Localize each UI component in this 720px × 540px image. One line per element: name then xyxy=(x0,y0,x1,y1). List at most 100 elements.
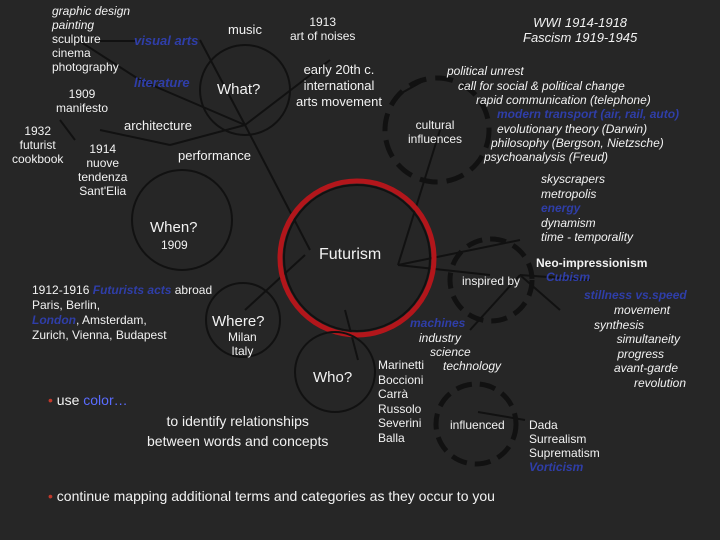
abroad-line-1: 1912-1916 Futurists acts abroad xyxy=(32,283,212,298)
manifesto-label: manifesto xyxy=(56,101,109,115)
wwi-item: WWI 1914-1918 Fascism 1919-1945 xyxy=(523,15,637,45)
item-cinema: cinema xyxy=(52,46,91,60)
what-circle xyxy=(199,44,291,136)
movement-dada: Dada xyxy=(529,418,558,432)
inspired-machines: machines xyxy=(410,316,466,330)
who-label: Who? xyxy=(313,369,353,386)
continue-text: continue mapping additional terms and ca… xyxy=(56,488,495,504)
tendenza-label: tendenza xyxy=(78,170,128,184)
center-ring-inner xyxy=(283,184,431,332)
art-of-noises-label: art of noises xyxy=(290,29,356,43)
cultural-line-3: rapid communication (telephone) xyxy=(476,93,651,107)
inspired-stillness: stillness vs.speed xyxy=(584,288,687,302)
movement-vorticism: Vorticism xyxy=(529,460,584,474)
use-text: use xyxy=(56,392,84,408)
early-20th-item: early 20th c. international arts movemen… xyxy=(296,62,382,110)
city-milan: Milan xyxy=(228,330,257,344)
inspired-science: science xyxy=(430,345,471,359)
influenced-movements: Dada Surrealism Suprematism Vorticism xyxy=(529,418,600,474)
influenced-label: influenced xyxy=(450,418,505,432)
identify-line-1: to identify relationships xyxy=(166,413,309,429)
early-20th-label: early 20th c. xyxy=(303,62,375,77)
movement-surrealism: Surrealism xyxy=(529,432,587,446)
who-artists: Marinetti Boccioni Carrà Russolo Severin… xyxy=(378,358,424,445)
concept-avant-garde: avant-garde xyxy=(613,361,678,375)
art-of-noises-item: 1913 art of noises xyxy=(290,15,355,43)
theme-time: time - temporality xyxy=(541,230,634,244)
concept-simultaneity: simultaneity xyxy=(616,332,680,346)
abroad-cities-1: Paris, Berlin, xyxy=(32,298,101,312)
cultural-themes: skyscrapers metropolis energy dynamism t… xyxy=(541,172,633,245)
inspired-industry: industry xyxy=(419,331,462,345)
abroad-line-3: London, Amsterdam, xyxy=(32,313,212,328)
influenced-circle xyxy=(433,381,519,467)
inspired-concepts: movement synthesis simultaneity progress… xyxy=(594,303,686,390)
cookbook-year: 1932 xyxy=(24,124,52,138)
bullet-icon: • xyxy=(48,488,53,504)
architecture-label: architecture xyxy=(124,118,192,133)
inspired-by-circle xyxy=(447,236,535,324)
wwi-label: WWI 1914-1918 xyxy=(533,15,628,30)
artist-russolo: Russolo xyxy=(378,401,422,416)
cultural-label: cultural xyxy=(415,118,455,132)
abroad-emph: Futurists acts xyxy=(92,283,172,297)
cultural-line-6: psychoanalysis (Freud) xyxy=(484,150,609,164)
abroad-london: London xyxy=(32,313,76,327)
theme-dynamism: dynamism xyxy=(541,215,596,230)
color-word: color… xyxy=(83,392,128,408)
theme-metropolis: metropolis xyxy=(541,186,597,201)
center-label: Futurism xyxy=(319,246,382,263)
nuove-year: 1914 xyxy=(89,142,117,156)
abroad-cities-2: , Amsterdam, xyxy=(75,313,147,327)
theme-energy: energy xyxy=(541,201,581,215)
performance-label: performance xyxy=(178,148,251,163)
identify-note: to identify relationships between words … xyxy=(147,411,328,451)
cultural-influences-label: cultural influences xyxy=(408,118,462,146)
inspired-neo: Neo-impressionism xyxy=(536,256,648,270)
international-label: international xyxy=(303,78,375,93)
cultural-transport: modern transport (air, rail, auto) xyxy=(497,107,680,121)
when-year: 1909 xyxy=(161,238,188,252)
abroad-years: 1912-1916 xyxy=(32,283,93,297)
artist-marinetti: Marinetti xyxy=(378,358,425,372)
concept-movement: movement xyxy=(613,303,670,317)
artist-severini: Severini xyxy=(378,416,422,430)
music-label: music xyxy=(228,22,262,37)
cultural-influences-circle xyxy=(382,75,492,185)
cultural-line-4: evolutionary theory (Darwin) xyxy=(497,122,648,136)
literature-label: literature xyxy=(134,75,190,90)
arts-movement-label: arts movement xyxy=(296,94,382,109)
visual-arts-label: visual arts xyxy=(134,33,199,48)
cultural-line-2: call for social & political change xyxy=(458,79,625,93)
what-label: What? xyxy=(217,81,261,98)
abroad-suffix: abroad xyxy=(171,283,213,297)
cookbook-label: cookbook xyxy=(12,152,64,166)
nuove-label: nuove xyxy=(86,156,120,170)
use-color-note: • use color… xyxy=(48,392,128,408)
item-sculpture: sculpture xyxy=(52,32,101,46)
artist-carra: Carrà xyxy=(378,387,409,401)
bullet-icon: • xyxy=(48,392,53,408)
movement-suprematism: Suprematism xyxy=(529,446,600,460)
nuove-tendenza-item: 1914 nuove tendenza Sant'Elia xyxy=(78,142,127,198)
inspired-by-label: inspired by xyxy=(462,274,521,288)
who-circle xyxy=(294,331,376,413)
cultural-line-5: philosophy (Bergson, Nietzsche) xyxy=(491,136,664,150)
where-label: Where? xyxy=(212,313,265,330)
fascism-label: Fascism 1919-1945 xyxy=(523,30,638,45)
sant-elia-label: Sant'Elia xyxy=(79,184,127,198)
cookbook-item: 1932 futurist cookbook xyxy=(12,124,63,166)
when-circle xyxy=(131,169,233,271)
center-ring xyxy=(277,178,437,338)
concept-revolution: revolution xyxy=(633,375,686,390)
where-city: Milan Italy xyxy=(228,330,257,358)
concept-synthesis: synthesis xyxy=(594,317,645,332)
inspired-technology: technology xyxy=(443,359,502,373)
art-of-noises-year: 1913 xyxy=(309,15,337,29)
identify-line-2: between words and concepts xyxy=(147,433,329,449)
when-label: When? xyxy=(150,219,198,236)
visual-arts-items: graphic design painting sculpture cinema… xyxy=(52,4,130,74)
manifesto-year: 1909 xyxy=(68,87,96,101)
artist-balla: Balla xyxy=(378,430,405,445)
